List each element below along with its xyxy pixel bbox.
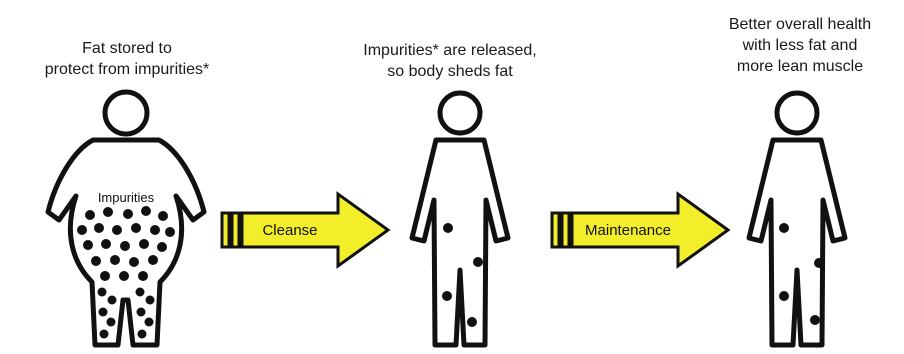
impurity-dot — [810, 315, 820, 325]
impurity-dot — [146, 296, 155, 305]
arrow1-stripe — [232, 213, 239, 247]
impurity-dot — [98, 288, 107, 297]
impurity-dot — [77, 225, 87, 235]
arrow2-stripe — [552, 213, 559, 247]
lean-figure — [749, 93, 845, 345]
cleanse-label: Cleanse — [262, 222, 317, 239]
figure1-head — [105, 92, 147, 134]
impurity-dot — [94, 223, 104, 233]
impurity-dot — [85, 210, 95, 220]
slim-figure-releasing — [412, 93, 508, 345]
overweight-figure: Impurities — [48, 92, 204, 345]
impurity-dot — [137, 308, 146, 317]
figure2-body — [412, 140, 508, 345]
figure2-head — [440, 93, 480, 133]
figure3-body — [749, 140, 845, 345]
arrow2-stripe — [562, 213, 569, 247]
impurity-dot — [467, 317, 477, 327]
impurity-dot — [100, 330, 109, 339]
impurity-dot — [108, 296, 117, 305]
impurity-dot — [129, 257, 139, 267]
impurity-dot — [165, 227, 175, 237]
impurity-dot — [150, 225, 160, 235]
impurity-dot — [120, 241, 130, 251]
impurity-dot — [158, 211, 168, 221]
maintenance-label: Maintenance — [585, 222, 671, 239]
impurity-dot — [443, 223, 453, 233]
impurity-dot — [99, 308, 108, 317]
impurity-dot — [148, 255, 158, 265]
impurity-dot — [473, 257, 483, 267]
impurity-dot — [814, 258, 824, 268]
impurity-dot — [779, 291, 789, 301]
impurity-dot — [138, 271, 148, 281]
impurity-dot — [139, 239, 149, 249]
impurity-dot — [83, 240, 93, 250]
impurity-dot — [110, 255, 120, 265]
impurity-dot — [442, 291, 452, 301]
impurity-dot — [141, 206, 151, 216]
maintenance-arrow: Maintenance — [552, 194, 728, 266]
impurity-dot — [138, 330, 147, 339]
impurity-dot — [779, 223, 789, 233]
arrow1-stripe — [222, 213, 229, 247]
impurity-dot — [131, 223, 141, 233]
impurity-dot — [123, 209, 133, 219]
impurity-dot — [101, 239, 111, 249]
impurities-label: Impurities — [98, 190, 155, 205]
impurity-dot — [91, 256, 101, 266]
impurity-dot — [145, 318, 154, 327]
impurity-dot — [100, 271, 110, 281]
impurity-dot — [112, 225, 122, 235]
impurity-dot — [136, 288, 145, 297]
impurity-dot — [103, 207, 113, 217]
cleanse-arrow: Cleanse — [222, 194, 388, 266]
impurity-dot — [157, 242, 167, 252]
impurity-dot — [119, 271, 129, 281]
impurity-dot — [107, 318, 116, 327]
figure3-head — [777, 93, 817, 133]
